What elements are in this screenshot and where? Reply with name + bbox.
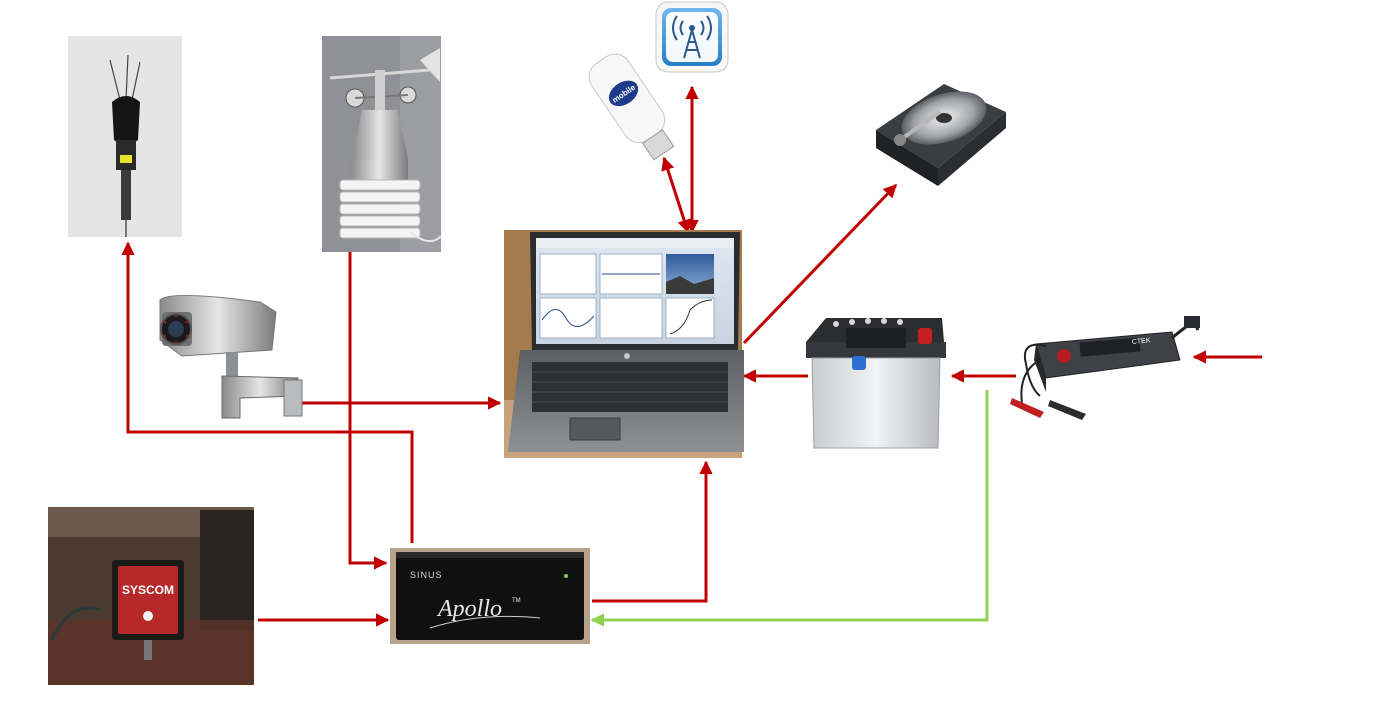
apollo-brand: SINUS <box>410 570 443 580</box>
syscom-label: SYSCOM <box>122 583 174 597</box>
car-battery-photo <box>806 318 946 448</box>
apollo-data-acquisition-unit-photo: SINUS Apollo TM <box>390 548 590 644</box>
hard-disk-drive-photo <box>876 82 1006 186</box>
apollo-trademark: TM <box>512 598 521 604</box>
laptop-photo <box>504 230 744 458</box>
surveillance-camera-photo <box>160 295 302 418</box>
apollo-label: Apollo <box>436 596 502 622</box>
laptop-usb-modem-link <box>664 158 688 232</box>
wireless-tower-icon <box>656 2 728 72</box>
battery-charger-photo: CTEK <box>1010 316 1200 420</box>
microphone-sensor-photo <box>68 36 182 237</box>
anemometer-weather-station-photo <box>322 36 441 252</box>
weather-station-to-apollo-link <box>350 238 386 563</box>
syscom-vibration-sensor-photo: SYSCOM <box>48 507 254 685</box>
apollo-to-laptop-link <box>592 462 706 601</box>
